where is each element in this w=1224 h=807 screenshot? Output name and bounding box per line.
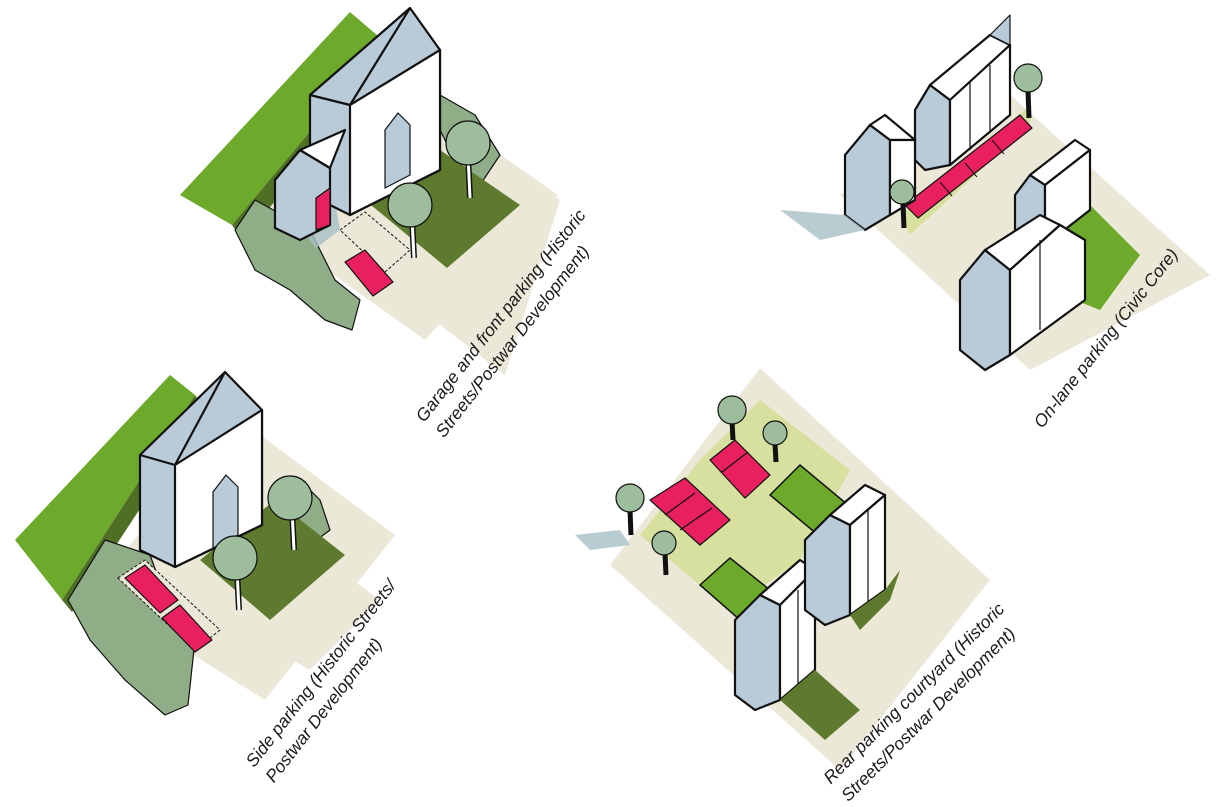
tree: [616, 484, 644, 512]
tree: [388, 183, 432, 227]
tree: [652, 531, 676, 555]
tree: [268, 476, 312, 520]
tree: [446, 121, 490, 165]
window: [385, 113, 410, 188]
on-lane-illustration: [780, 15, 1210, 370]
tree: [1014, 64, 1042, 92]
townhouse: [915, 85, 950, 170]
tree: [213, 536, 257, 580]
tree: [718, 396, 746, 424]
townhouse: [735, 595, 780, 710]
tree: [763, 421, 787, 445]
tree: [890, 180, 914, 204]
